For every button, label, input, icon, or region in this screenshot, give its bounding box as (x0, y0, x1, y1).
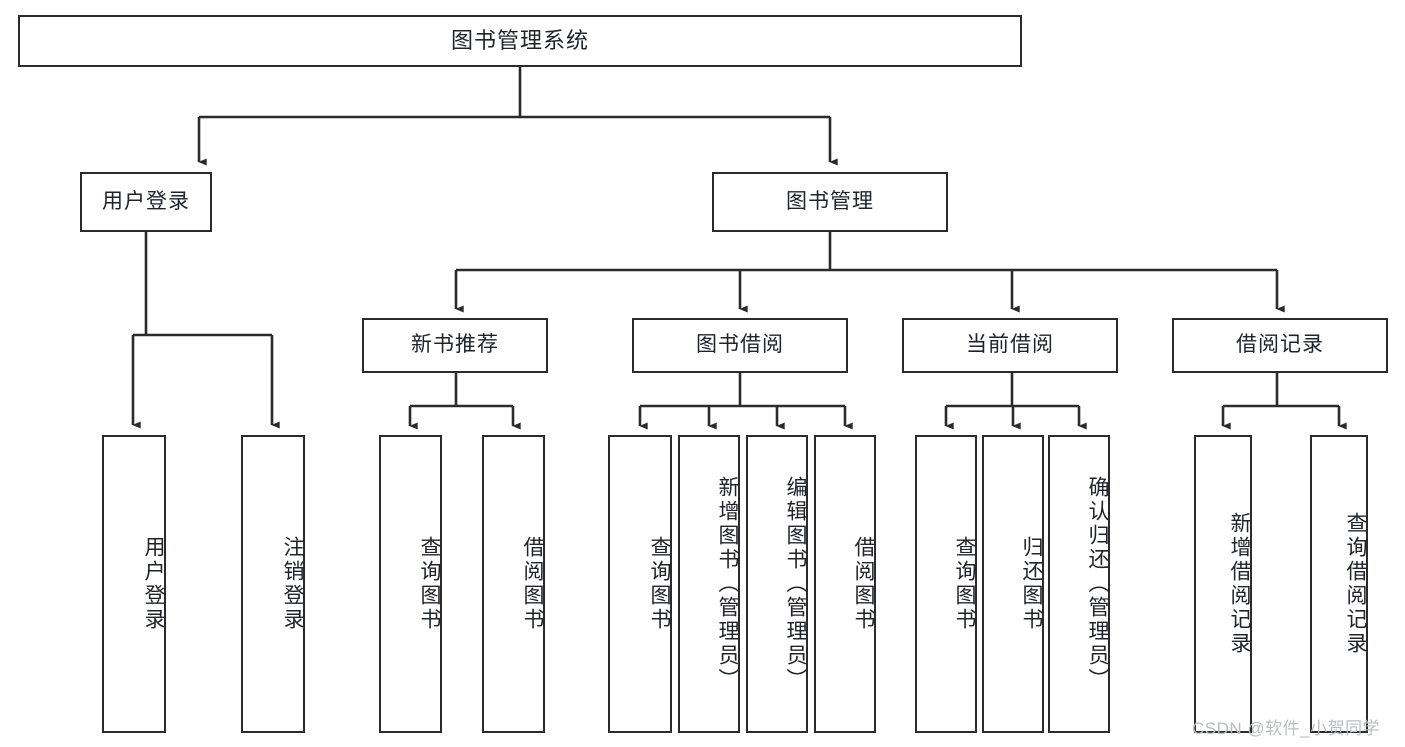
csdn-watermark: CSDN @软件_小贺同学 (1192, 714, 1380, 739)
node-current-borrow[interactable]: 当前借阅 (902, 318, 1118, 373)
node-current-borrow-label: 当前借阅 (966, 333, 1054, 357)
node-leaf-query-book-2[interactable]: 查询图书 (608, 435, 672, 733)
node-leaf-query-book-3[interactable]: 查询图书 (915, 435, 977, 733)
node-leaf-query-book-3-label: 查询图书 (953, 536, 976, 632)
node-leaf-query-book-2-label: 查询图书 (648, 536, 671, 632)
node-leaf-borrow-book-2[interactable]: 借阅图书 (814, 435, 876, 733)
node-leaf-query-book-1-label: 查询图书 (418, 536, 441, 632)
node-root-label: 图书管理系统 (450, 28, 589, 54)
node-leaf-borrow-book-1-label: 借阅图书 (521, 536, 544, 632)
node-leaf-add-book-label: 新增图书（管理员） (716, 476, 739, 692)
node-book-borrow[interactable]: 图书借阅 (632, 318, 848, 373)
csdn-watermark-text: CSDN @软件_小贺同学 (1192, 719, 1381, 738)
node-leaf-edit-book-label: 编辑图书（管理员） (784, 476, 807, 692)
node-leaf-query-record-label: 查询借阅记录 (1344, 512, 1367, 656)
node-borrow-record-label: 借阅记录 (1236, 333, 1324, 357)
node-leaf-query-record[interactable]: 查询借阅记录 (1310, 435, 1368, 733)
node-book-management-label: 图书管理 (786, 189, 874, 213)
node-new-book-recommend-label: 新书推荐 (411, 333, 499, 357)
node-leaf-return-book-label: 归还图书 (1020, 536, 1043, 632)
node-borrow-record[interactable]: 借阅记录 (1172, 318, 1388, 373)
node-leaf-query-book-1[interactable]: 查询图书 (379, 435, 442, 733)
node-leaf-logout[interactable]: 注销登录 (241, 435, 305, 733)
node-leaf-borrow-book-1[interactable]: 借阅图书 (482, 435, 545, 733)
node-leaf-edit-book[interactable]: 编辑图书（管理员） (746, 435, 808, 733)
node-book-borrow-label: 图书借阅 (696, 333, 784, 357)
node-leaf-add-record-label: 新增借阅记录 (1228, 512, 1251, 656)
node-leaf-user-login[interactable]: 用户登录 (102, 435, 166, 733)
node-leaf-logout-label: 注销登录 (281, 536, 304, 632)
node-leaf-confirm-return-label: 确认归还（管理员） (1086, 476, 1109, 692)
node-user-login[interactable]: 用户登录 (80, 172, 212, 232)
node-root[interactable]: 图书管理系统 (18, 15, 1022, 67)
node-user-login-label: 用户登录 (102, 189, 190, 213)
node-leaf-confirm-return[interactable]: 确认归还（管理员） (1048, 435, 1110, 733)
node-leaf-add-book[interactable]: 新增图书（管理员） (678, 435, 740, 733)
node-leaf-add-record[interactable]: 新增借阅记录 (1194, 435, 1252, 733)
node-leaf-borrow-book-2-label: 借阅图书 (852, 536, 875, 632)
node-leaf-user-login-label: 用户登录 (142, 536, 165, 632)
node-new-book-recommend[interactable]: 新书推荐 (362, 318, 548, 373)
node-book-management[interactable]: 图书管理 (712, 172, 948, 232)
node-leaf-return-book[interactable]: 归还图书 (982, 435, 1044, 733)
